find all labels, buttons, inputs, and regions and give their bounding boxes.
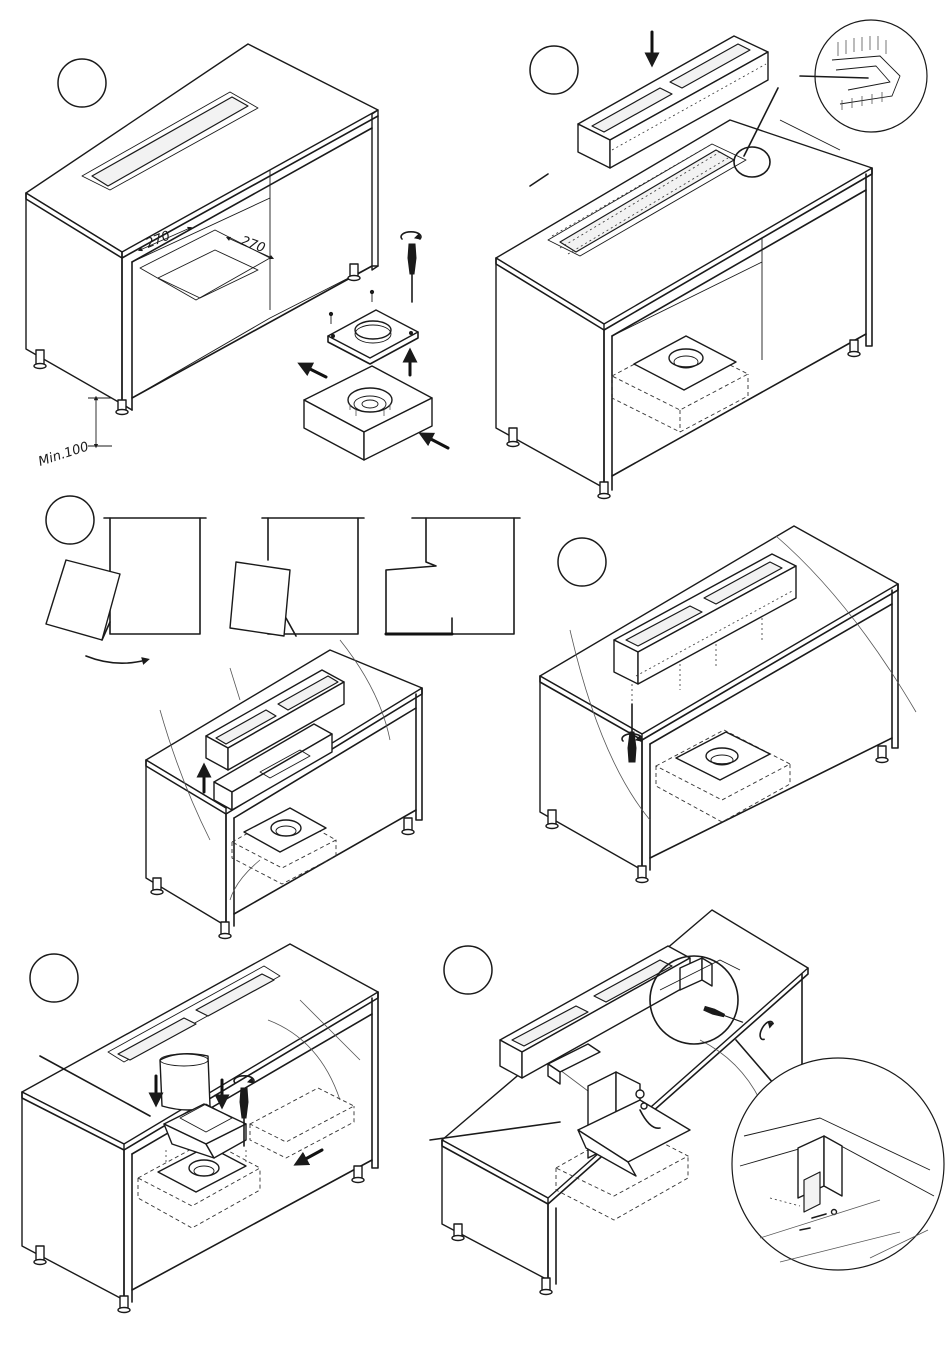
step-5-panel <box>22 944 378 1313</box>
step-4-circle <box>558 538 606 586</box>
direction-arrow-icon <box>304 366 326 377</box>
step-2-circle <box>530 46 578 94</box>
step-3-cabinet <box>146 640 422 939</box>
step-3-circle <box>46 496 94 544</box>
step-4-panel <box>540 526 916 883</box>
step-1-circle <box>58 59 106 107</box>
step-1-panel: 270 270 Min.100 <box>26 44 448 470</box>
direction-arrow-icon <box>425 436 448 448</box>
rotation-arrow-icon <box>401 232 421 239</box>
step-2-cabinet <box>496 120 872 499</box>
step-1-mounting-plate <box>328 290 418 364</box>
step-3-section-views <box>46 518 520 663</box>
step-3-panel <box>46 496 520 939</box>
step-2-panel <box>496 20 927 499</box>
step-6-panel <box>430 910 944 1295</box>
rotation-arrow-icon <box>757 1019 773 1040</box>
step-1-motor-box <box>304 366 432 460</box>
direction-arrow-icon <box>300 1150 322 1162</box>
step-6-circle <box>444 946 492 994</box>
step-5-circle <box>30 954 78 1002</box>
min-height-label: Min.100 <box>37 439 91 469</box>
cutout-depth-label: 270 <box>239 234 267 257</box>
screwdriver-icon <box>408 244 416 302</box>
